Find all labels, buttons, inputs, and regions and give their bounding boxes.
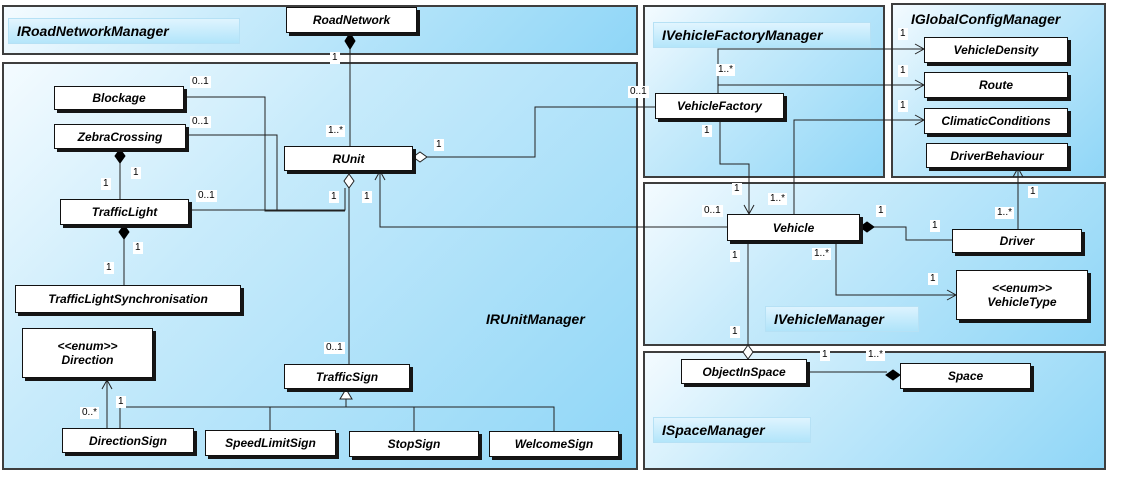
class-speedlimitsign[interactable]: SpeedLimitSign	[205, 430, 336, 456]
class-vehiclefactory[interactable]: VehicleFactory	[655, 93, 784, 119]
enum-name: Direction	[61, 353, 114, 367]
multiplicity-label: 1	[928, 273, 938, 285]
multiplicity-label: 1..*	[326, 125, 346, 137]
class-vehicledensity[interactable]: VehicleDensity	[924, 37, 1068, 63]
class-stopsign[interactable]: StopSign	[349, 431, 479, 457]
class-enum-direction[interactable]: <<enum>> Direction	[22, 328, 153, 378]
multiplicity-label: 1	[732, 183, 742, 195]
multiplicity-label: 1	[702, 125, 712, 137]
class-vehicle[interactable]: Vehicle	[727, 214, 860, 241]
class-blockage[interactable]: Blockage	[54, 86, 184, 110]
multiplicity-label: 1	[876, 205, 886, 217]
multiplicity-label: 0..1	[190, 116, 211, 128]
class-directionsign[interactable]: DirectionSign	[62, 428, 194, 453]
package-label: IVehicleManager	[765, 306, 919, 332]
package-label: IRoadNetworkManager	[8, 18, 240, 44]
multiplicity-label: 1..*	[716, 64, 736, 76]
multiplicity-label: 1	[330, 52, 340, 64]
class-driver[interactable]: Driver	[952, 229, 1082, 253]
class-welcomesign[interactable]: WelcomeSign	[489, 431, 619, 457]
multiplicity-label: 1..*	[995, 207, 1015, 219]
multiplicity-label: 1	[133, 242, 143, 254]
multiplicity-label: 1	[434, 139, 444, 151]
multiplicity-label: 1	[730, 250, 740, 262]
multiplicity-label: 1	[730, 326, 740, 338]
package-label: IGlobalConfigManager	[911, 11, 1061, 27]
multiplicity-label: 1	[329, 191, 339, 203]
multiplicity-label: 0..1	[702, 205, 723, 217]
multiplicity-label: 1	[898, 28, 908, 40]
multiplicity-label: 1..*	[812, 248, 832, 260]
multiplicity-label: 1	[104, 262, 114, 274]
class-runit[interactable]: RUnit	[284, 146, 413, 171]
multiplicity-label: 0..1	[628, 86, 649, 98]
multiplicity-label: 1	[131, 167, 141, 179]
class-climaticconditions[interactable]: ClimaticConditions	[924, 108, 1068, 134]
multiplicity-label: 1	[101, 178, 111, 190]
multiplicity-label: 1	[362, 191, 372, 203]
multiplicity-label: 1	[820, 349, 830, 361]
multiplicity-label: 1..*	[768, 193, 788, 205]
package-ivehiclefactorymanager: IVehicleFactoryManager	[643, 5, 885, 178]
package-label: IRUnitManager	[486, 311, 585, 327]
class-route[interactable]: Route	[924, 72, 1068, 98]
multiplicity-label: 0..1	[196, 190, 217, 202]
enum-name: VehicleType	[987, 295, 1057, 309]
multiplicity-label: 0..1	[190, 76, 211, 88]
class-trafficlightsynchronisation[interactable]: TrafficLightSynchronisation	[15, 285, 241, 313]
class-enum-vehicletype[interactable]: <<enum>> VehicleType	[956, 270, 1088, 320]
class-objectinspace[interactable]: ObjectInSpace	[681, 359, 807, 384]
multiplicity-label: 1	[898, 65, 908, 77]
package-label: ISpaceManager	[653, 417, 811, 443]
class-trafficsign[interactable]: TrafficSign	[284, 364, 410, 389]
multiplicity-label: 0..1	[324, 342, 345, 354]
multiplicity-label: 0..*	[80, 407, 100, 419]
class-roadnetwork[interactable]: RoadNetwork	[286, 7, 417, 33]
multiplicity-label: 1	[1028, 186, 1038, 198]
multiplicity-label: 1	[898, 100, 908, 112]
class-trafficlight[interactable]: TrafficLight	[60, 199, 189, 225]
multiplicity-label: 1	[930, 220, 940, 232]
class-zebracrossing[interactable]: ZebraCrossing	[54, 124, 186, 149]
class-space[interactable]: Space	[900, 363, 1031, 389]
multiplicity-label: 1	[116, 396, 126, 408]
stereotype-label: <<enum>>	[991, 281, 1053, 295]
stereotype-label: <<enum>>	[57, 339, 118, 353]
class-driverbehaviour[interactable]: DriverBehaviour	[926, 143, 1068, 168]
multiplicity-label: 1..*	[866, 349, 886, 361]
package-label: IVehicleFactoryManager	[653, 22, 871, 48]
